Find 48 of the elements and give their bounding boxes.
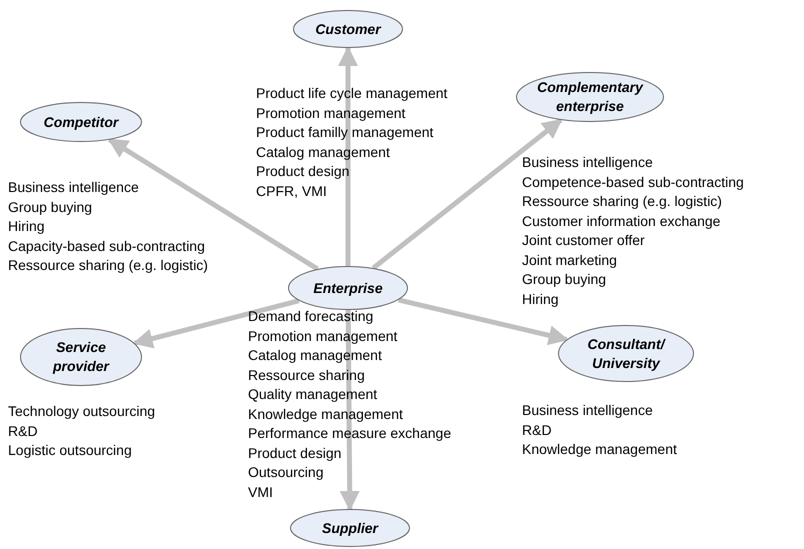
partner-ellipse: Customer [293,10,403,48]
activity-text: Joint customer offer [522,231,646,250]
partner-ellipse: Consultant/ University [558,325,694,382]
activity-text: Product familly management [256,123,434,142]
activity-text: Technology outsourcing [8,402,156,421]
arrow [338,46,358,266]
activity-text: Ressource sharing (e.g. logistic) [8,256,208,275]
activity-text: Ressource sharing [248,366,366,385]
activity-text: VMI [248,482,274,502]
arrow [132,298,300,348]
activity-text: Outsourcing [248,463,324,482]
activity-text: Product life cycle management [256,84,448,103]
arrow [398,297,569,346]
activity-text: Promotion management [248,326,398,346]
activity-text: Catalog management [248,346,383,365]
activity-text: Promotion management [256,104,406,123]
partner-ellipse: Complementary enterprise [516,72,664,122]
activity-text: Business intelligence [522,401,654,420]
activity-text: Customer information exchange [522,212,722,231]
activity-text: Product design [256,162,350,181]
activity-text: R&D [522,420,553,440]
activity-text: Quality management [248,385,378,404]
activity-text: R&D [8,422,39,440]
partner-ellipse: Competitor [20,102,142,142]
activity-text: Demand forecasting [248,307,374,326]
arrow [372,118,562,270]
activity-text: Joint marketing [522,250,618,270]
arrow [108,138,319,272]
activity-text: Capacity-based sub-contracting [8,236,206,256]
activity-text: Product design [248,444,342,463]
arrow [340,310,360,511]
activity-text: Group buying [522,270,608,289]
activity-text: Logistic outsourcing [8,441,133,460]
activity-text: CPFR, VMI [256,182,328,200]
activity-text: Performance measure exchange [248,424,452,443]
activity-text: Ressource sharing (e.g. logistic) [522,192,723,211]
partner-ellipse: Supplier [290,509,410,547]
partner-ellipse: Enterprise [288,266,408,310]
partner-ellipse: Service provider [20,328,142,386]
activity-text: Knowledge management [522,440,677,459]
activity-text: Business intelligence [8,178,140,197]
activity-text: Catalog management [256,142,391,162]
activity-text: Knowledge management [248,404,404,424]
activity-text: Competence-based sub-contracting [522,172,744,192]
activity-text: Group buying [8,198,94,217]
activity-text: Hiring [8,217,46,236]
activity-text: Business intelligence [522,153,654,172]
activity-text: Hiring [522,290,560,309]
